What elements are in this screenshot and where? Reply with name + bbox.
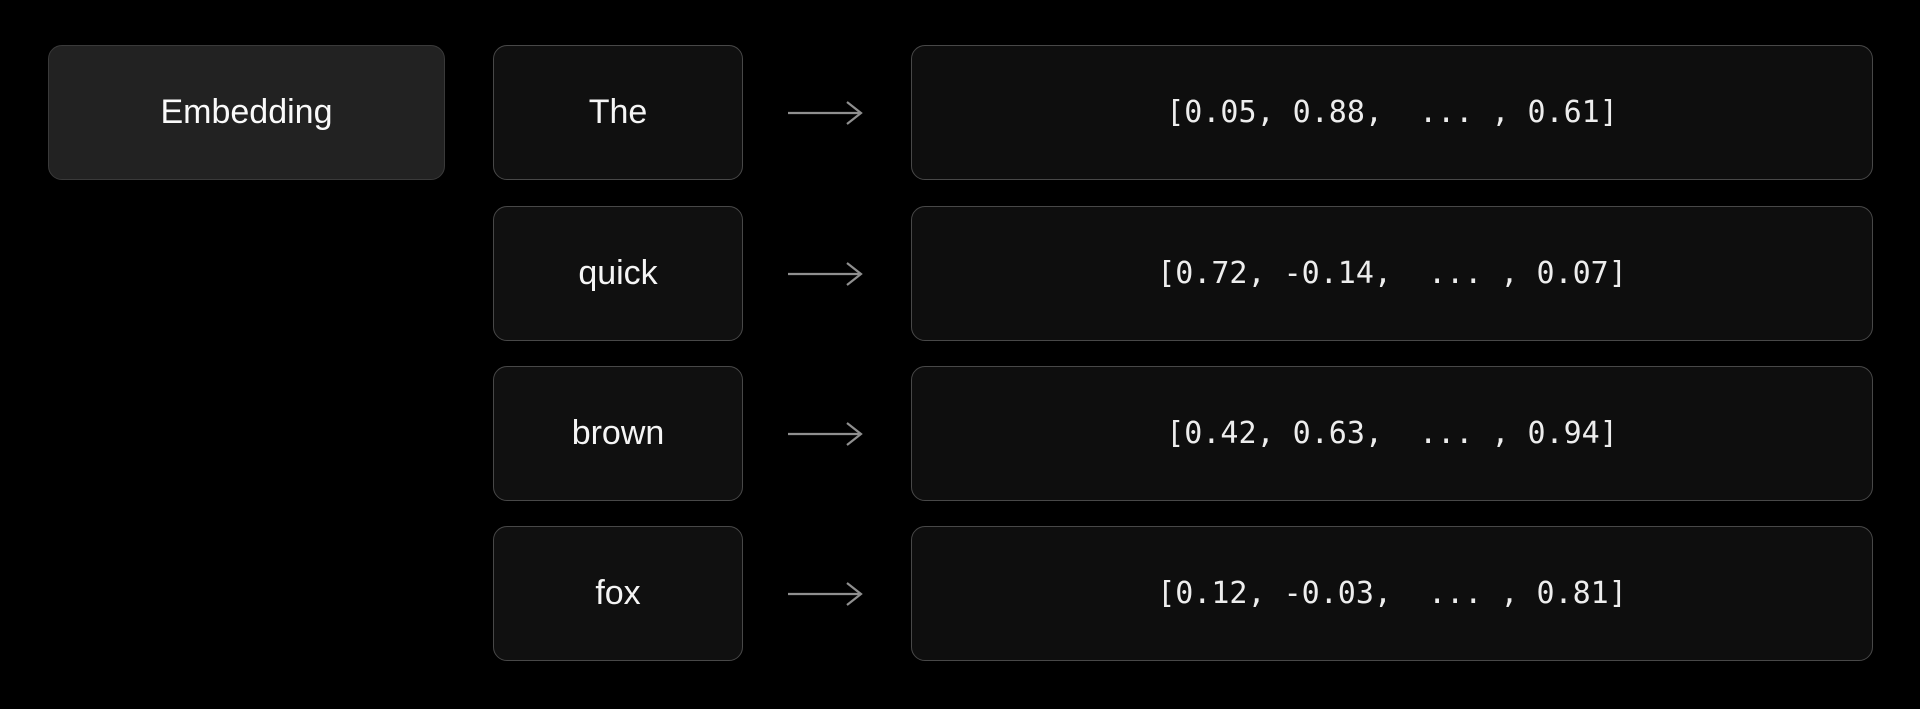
embedding-label-box: Embedding <box>48 45 445 180</box>
arrow-right-icon <box>788 100 863 125</box>
word-box-brown: brown <box>493 366 743 501</box>
word-label: quick <box>578 254 658 292</box>
embedding-row: The [0.05, 0.88, ... , 0.61] <box>0 45 1920 180</box>
arrow-right-icon <box>788 261 863 286</box>
word-box-quick: quick <box>493 206 743 341</box>
vector-box-fox: [0.12, -0.03, ... , 0.81] <box>911 526 1873 661</box>
arrow-right-icon <box>788 581 863 606</box>
word-label: brown <box>571 414 665 452</box>
vector-value: [0.42, 0.63, ... , 0.94] <box>1166 416 1618 451</box>
vector-box-the: [0.05, 0.88, ... , 0.61] <box>911 45 1873 180</box>
vector-box-quick: [0.72, -0.14, ... , 0.07] <box>911 206 1873 341</box>
embedding-row: brown [0.42, 0.63, ... , 0.94] <box>0 366 1920 501</box>
word-label: The <box>588 93 648 131</box>
embedding-row: fox [0.12, -0.03, ... , 0.81] <box>0 526 1920 661</box>
vector-value: [0.05, 0.88, ... , 0.61] <box>1166 95 1618 130</box>
word-box-fox: fox <box>493 526 743 661</box>
word-box-the: The <box>493 45 743 180</box>
vector-box-brown: [0.42, 0.63, ... , 0.94] <box>911 366 1873 501</box>
embedding-label: Embedding <box>160 93 333 131</box>
vector-value: [0.72, -0.14, ... , 0.07] <box>1157 256 1627 291</box>
vector-value: [0.12, -0.03, ... , 0.81] <box>1157 576 1627 611</box>
arrow-right-icon <box>788 421 863 446</box>
word-label: fox <box>595 574 641 612</box>
embedding-row: quick [0.72, -0.14, ... , 0.07] <box>0 206 1920 341</box>
